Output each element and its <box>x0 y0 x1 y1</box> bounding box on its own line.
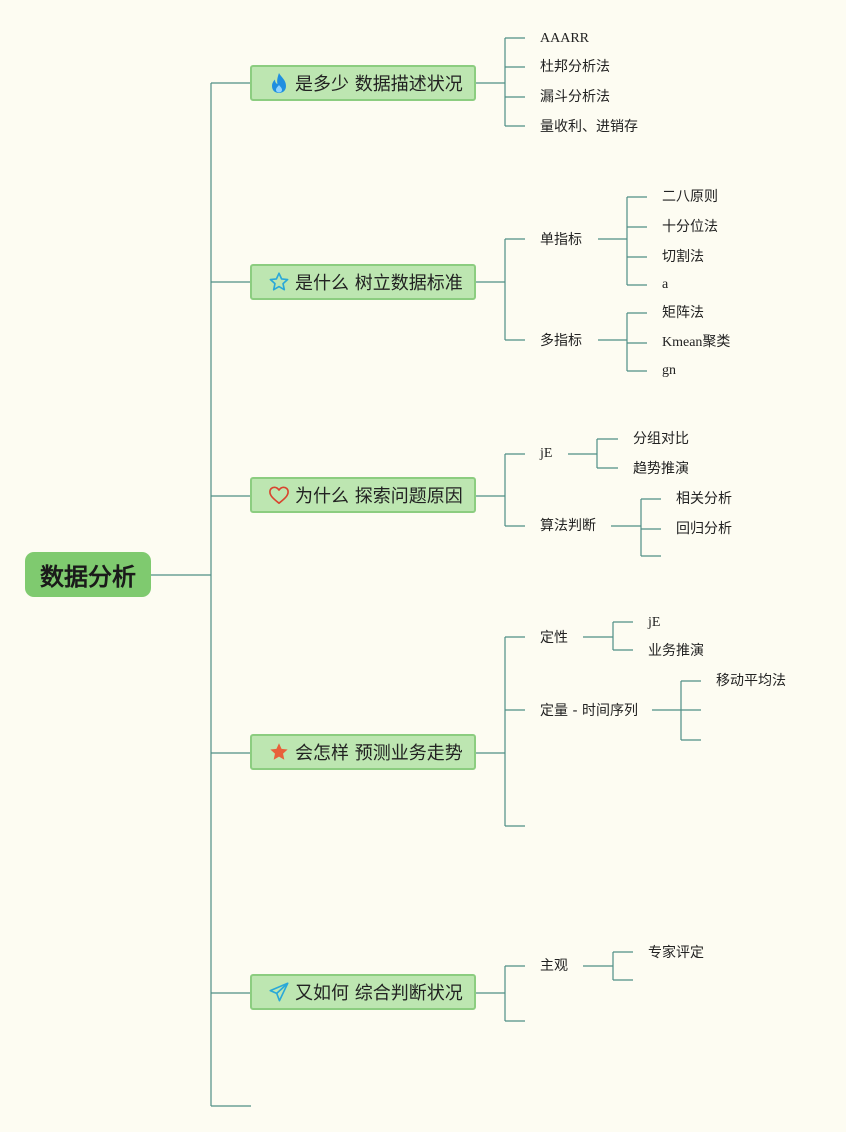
sub-node[interactable]: 定性 <box>540 630 568 646</box>
branch-node-cause[interactable]: 为什么 探索问题原因 <box>250 477 476 513</box>
sub-node[interactable]: 算法判断 <box>540 518 596 534</box>
star-filled-icon <box>268 741 290 763</box>
branch-label: 是什么 树立数据标准 <box>295 273 463 294</box>
leaf-node[interactable]: AAARR <box>540 31 590 46</box>
leaf-node[interactable]: 移动平均法 <box>716 673 786 689</box>
leaf-node[interactable]: jE <box>648 615 661 630</box>
sub-node[interactable]: 定量 - 时间序列 <box>540 703 638 719</box>
leaf-node[interactable]: 相关分析 <box>676 491 732 507</box>
fire-icon <box>268 72 290 94</box>
leaf-node[interactable]: 业务推演 <box>648 643 704 659</box>
branch-node-forecast[interactable]: 会怎样 预测业务走势 <box>250 734 476 770</box>
branch-label: 又如何 综合判断状况 <box>295 983 463 1004</box>
branch-node-judge[interactable]: 又如何 综合判断状况 <box>250 974 476 1010</box>
heart-icon <box>268 484 290 506</box>
leaf-node[interactable]: gn <box>662 363 676 378</box>
star-outline-icon <box>268 271 290 293</box>
leaf-node[interactable]: 二八原则 <box>662 189 718 205</box>
leaf-node[interactable]: 十分位法 <box>662 219 718 235</box>
root-node-label: 数据分析 <box>40 563 136 591</box>
leaf-node[interactable]: 矩阵法 <box>662 305 704 321</box>
sub-node[interactable]: 多指标 <box>540 333 582 349</box>
leaf-node[interactable]: a <box>662 277 669 292</box>
branch-label: 会怎样 预测业务走势 <box>295 743 463 764</box>
branch-node-standard[interactable]: 是什么 树立数据标准 <box>250 264 476 300</box>
leaf-node[interactable]: 专家评定 <box>648 945 704 961</box>
branch-node-describe[interactable]: 是多少 数据描述状况 <box>250 65 476 101</box>
leaf-node[interactable]: 杜邦分析法 <box>540 59 610 75</box>
root-node[interactable]: 数据分析 <box>25 552 151 597</box>
sub-node[interactable]: 单指标 <box>540 232 582 248</box>
send-icon <box>268 981 290 1003</box>
leaf-node[interactable]: 量收利、进销存 <box>540 119 638 135</box>
sub-node[interactable]: 主观 <box>540 958 568 974</box>
leaf-node[interactable]: 漏斗分析法 <box>540 89 610 105</box>
leaf-node[interactable]: Kmean聚类 <box>662 335 731 350</box>
leaf-node[interactable]: 分组对比 <box>633 431 689 447</box>
leaf-node[interactable]: 切割法 <box>662 249 704 265</box>
branch-label: 是多少 数据描述状况 <box>295 74 463 95</box>
branch-label: 为什么 探索问题原因 <box>295 486 463 507</box>
sub-node[interactable]: jE <box>540 446 553 461</box>
leaf-node[interactable]: 回归分析 <box>676 521 732 537</box>
leaf-node[interactable]: 趋势推演 <box>633 461 689 477</box>
